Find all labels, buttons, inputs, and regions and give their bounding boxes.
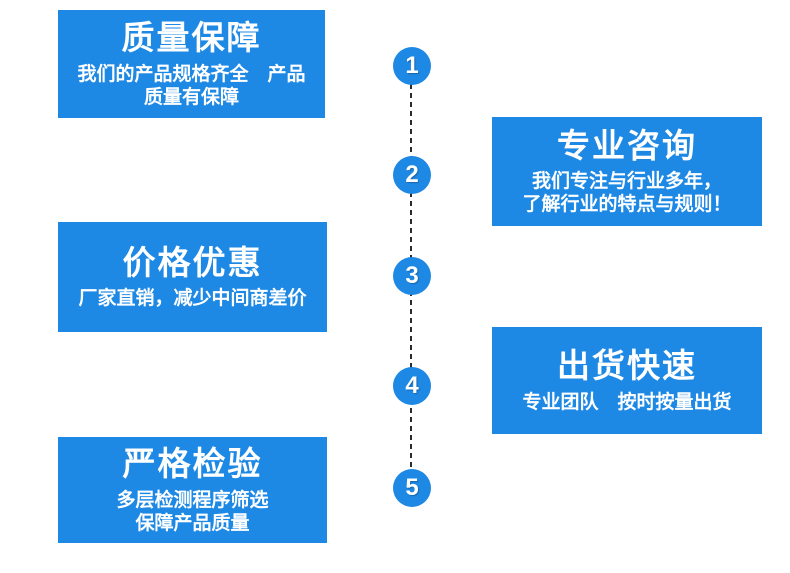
- feature-card-price: 价格优惠 厂家直销，减少中间商差价: [58, 222, 327, 332]
- timeline-step-4: 4: [393, 367, 431, 405]
- timeline-step-2: 2: [393, 156, 431, 194]
- feature-card-consulting: 专业咨询 我们专注与行业多年， 了解行业的特点与规则！: [492, 117, 762, 226]
- card-subtitle-line: 我们专注与行业多年，: [531, 171, 722, 193]
- timeline-step-1: 1: [393, 47, 431, 85]
- card-title: 专业咨询: [557, 126, 697, 164]
- card-subtitle-line: 专业团队 按时按量出货: [522, 391, 732, 413]
- card-subtitle-line: 保障产品质量: [135, 512, 250, 534]
- card-title: 严格检验: [122, 445, 263, 483]
- card-title: 价格优惠: [122, 243, 263, 281]
- card-title: 出货快速: [557, 347, 697, 385]
- card-subtitle-line: 了解行业的特点与规则！: [522, 194, 732, 216]
- card-subtitle-line: 我们的产品规格齐全 产品: [77, 63, 306, 85]
- feature-card-shipping: 出货快速 专业团队 按时按量出货: [492, 327, 762, 434]
- step-number: 4: [405, 372, 419, 399]
- card-title: 质量保障: [121, 19, 262, 57]
- timeline-step-5: 5: [393, 469, 431, 507]
- feature-card-quality: 质量保障 我们的产品规格齐全 产品 质量有保障: [58, 10, 325, 118]
- step-number: 5: [405, 474, 419, 501]
- timeline-step-3: 3: [393, 257, 431, 295]
- card-subtitle-line: 厂家直销，减少中间商差价: [78, 288, 307, 310]
- feature-card-inspection: 严格检验 多层检测程序筛选 保障产品质量: [58, 437, 327, 543]
- step-number: 3: [405, 262, 419, 289]
- card-subtitle-line: 多层检测程序筛选: [116, 489, 269, 511]
- step-number: 1: [405, 52, 419, 79]
- step-number: 2: [405, 161, 419, 188]
- card-subtitle-line: 质量有保障: [143, 86, 239, 108]
